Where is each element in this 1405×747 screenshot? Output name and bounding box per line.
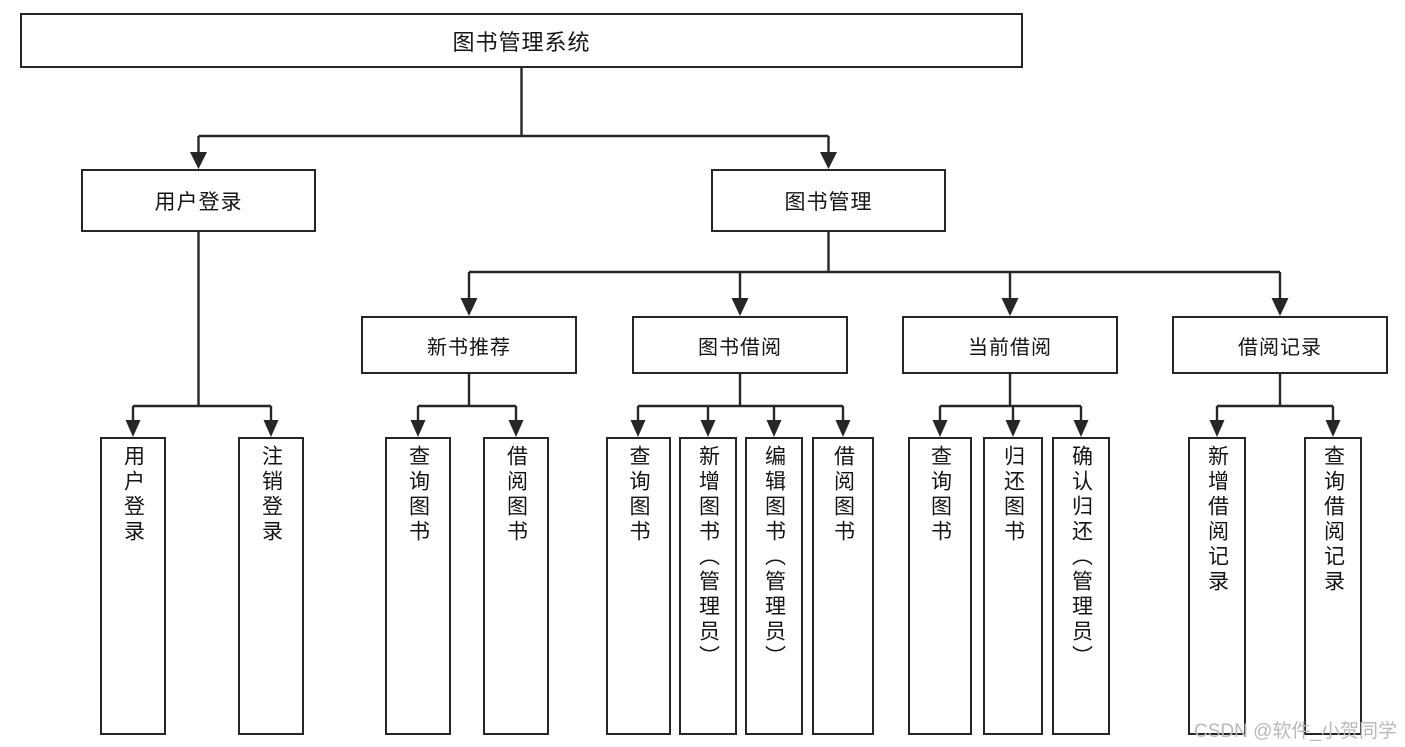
leaf-label: 用户登录 (121, 445, 145, 545)
leaf-label: 借阅图书 (504, 445, 528, 545)
leaf-label: 注销登录 (259, 445, 283, 545)
arrowhead-user-login (190, 152, 207, 169)
leaf-label: 查询图书 (627, 445, 650, 545)
leaf-label: 查询借阅记录 (1321, 445, 1345, 595)
arrowhead-new-book (460, 298, 478, 316)
node-book-borrow[interactable]: 图书借阅 (632, 316, 848, 374)
node-current-borrow[interactable]: 当前借阅 (902, 316, 1118, 374)
leaf-confirm-return-admin[interactable]: 确认归还（管理员） (1052, 437, 1110, 735)
node-book-borrow-label: 图书借阅 (698, 336, 782, 359)
arrowhead-bb-leaf3 (766, 420, 782, 437)
node-borrow-record-label: 借阅记录 (1238, 336, 1322, 359)
node-new-book-recommend-label: 新书推荐 (427, 336, 511, 359)
arrowhead-leaf-user-login (125, 420, 141, 437)
arrowhead-bb-leaf2 (700, 420, 716, 437)
arrowhead-book-borrow (731, 298, 749, 316)
leaf-borrow-book[interactable]: 借阅图书 (812, 437, 874, 735)
arrowhead-current-borrow (1001, 298, 1019, 316)
leaf-label: 新增图书（管理员） (696, 445, 720, 670)
arrowhead-br-leaf2 (1325, 420, 1341, 437)
leaf-add-book-admin[interactable]: 新增图书（管理员） (679, 437, 737, 735)
node-root-system[interactable]: 图书管理系统 (20, 13, 1023, 68)
leaf-query-book-borrow[interactable]: 查询图书 (606, 437, 671, 735)
arrowhead-cb-leaf1 (932, 420, 948, 437)
leaf-label: 归还图书 (1001, 445, 1025, 545)
leaf-label: 查询图书 (928, 445, 952, 545)
arrowhead-bb-leaf4 (835, 420, 851, 437)
leaf-add-borrow-record[interactable]: 新增借阅记录 (1188, 437, 1246, 735)
node-new-book-recommend[interactable]: 新书推荐 (361, 316, 577, 374)
leaf-label: 编辑图书（管理员） (762, 445, 786, 670)
arrowhead-cb-leaf3 (1073, 420, 1089, 437)
arrowhead-br-leaf1 (1209, 420, 1225, 437)
arrowhead-bb-leaf1 (630, 420, 646, 437)
leaf-label: 查询图书 (406, 445, 430, 545)
node-book-management-label: 图书管理 (784, 190, 873, 214)
leaf-query-book-current[interactable]: 查询图书 (908, 437, 972, 735)
arrowhead-nb-leaf2 (508, 420, 524, 437)
csdn-watermark: CSDN @软件_小贺同学 (1194, 721, 1397, 742)
node-borrow-record[interactable]: 借阅记录 (1172, 316, 1388, 374)
leaf-label: 确认归还（管理员） (1069, 445, 1093, 670)
node-user-login-label: 用户登录 (154, 190, 243, 214)
leaf-user-login[interactable]: 用户登录 (100, 437, 166, 735)
leaf-edit-book-admin[interactable]: 编辑图书（管理员） (745, 437, 803, 735)
arrowhead-nb-leaf1 (410, 420, 426, 437)
node-root-label: 图书管理系统 (452, 29, 591, 55)
leaf-return-book[interactable]: 归还图书 (983, 437, 1043, 735)
arrowhead-leaf-logout (263, 420, 279, 437)
leaf-query-borrow-record[interactable]: 查询借阅记录 (1304, 437, 1362, 735)
arrowhead-borrow-record (1271, 298, 1289, 316)
arrowhead-cb-leaf2 (1005, 420, 1021, 437)
node-user-login[interactable]: 用户登录 (81, 169, 316, 232)
leaf-label: 借阅图书 (831, 445, 855, 545)
node-current-borrow-label: 当前借阅 (968, 336, 1052, 359)
leaf-label: 新增借阅记录 (1205, 445, 1229, 595)
leaf-query-book-recommend[interactable]: 查询图书 (385, 437, 451, 735)
node-book-management[interactable]: 图书管理 (711, 169, 946, 232)
arrowhead-book-manage (820, 152, 837, 169)
leaf-logout[interactable]: 注销登录 (238, 437, 304, 735)
leaf-borrow-book-recommend[interactable]: 借阅图书 (483, 437, 549, 735)
